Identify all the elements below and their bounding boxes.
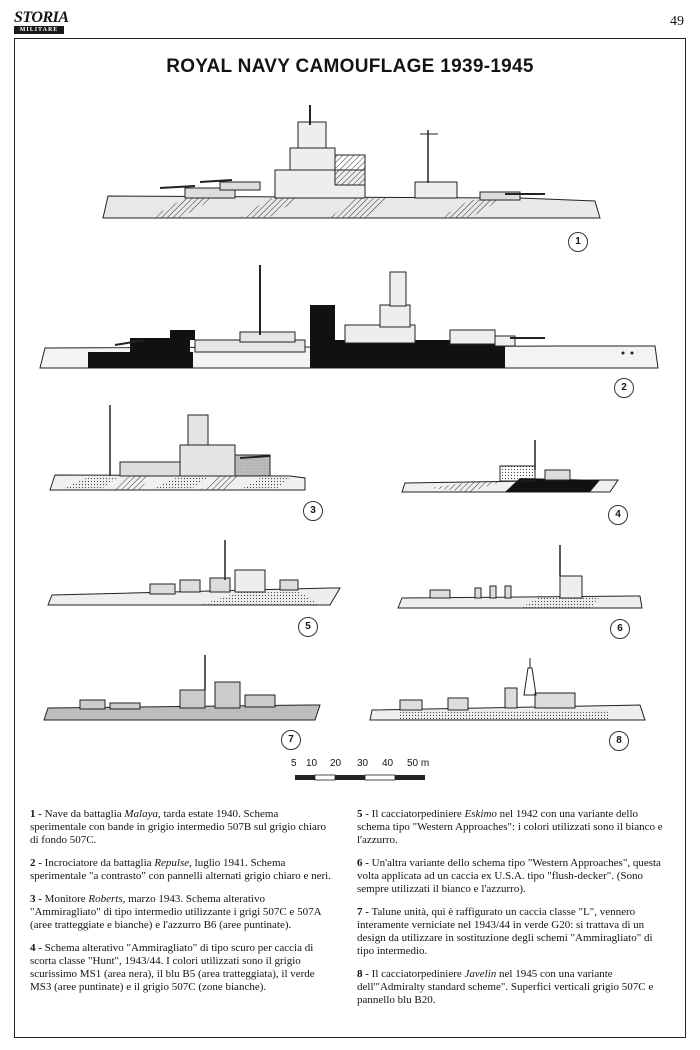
- caption-1: 1 - Nave da battaglia Malaya, tarda esta…: [30, 808, 335, 847]
- caption-number: 1 -: [30, 808, 42, 820]
- caption-6: 6 - Un'altra variante dello schema tipo …: [357, 857, 665, 896]
- figure-number-5: 5: [298, 617, 318, 637]
- scale-label: 20: [330, 758, 342, 769]
- caption-4: 4 - Schema alterativo "Ammiragliato" di …: [30, 942, 335, 994]
- caption-text: Il cacciatorpediniere: [368, 808, 465, 820]
- scale-label: 5: [291, 758, 297, 769]
- scale-bar: [295, 774, 425, 781]
- scale-label: 10: [306, 758, 318, 769]
- caption-5: 5 - Il cacciatorpediniere Eskimo nel 194…: [357, 808, 665, 847]
- caption-text: nel 1945 con una variante dell'"Admiralt…: [357, 968, 654, 1006]
- ship-3-roberts-drawing: [49, 405, 306, 491]
- caption-number: 6 -: [357, 857, 369, 869]
- ship-6-flushdecker-drawing: [397, 545, 643, 609]
- scale-label: 50 m: [407, 758, 430, 769]
- logo-sub-text: MILITARE: [14, 26, 64, 34]
- figure-number-4: 4: [608, 505, 628, 525]
- ship-name: Eskimo: [464, 808, 497, 820]
- caption-text: Il cacciatorpediniere: [368, 968, 465, 980]
- caption-3: 3 - Monitore Roberts, marzo 1943. Schema…: [30, 893, 335, 932]
- caption-text: , luglio 1941. Schema sperimentale "a co…: [30, 857, 331, 882]
- ship-name: Roberts: [88, 893, 123, 905]
- caption-number: 4 -: [30, 942, 42, 954]
- caption-text: Nave da battaglia: [41, 808, 125, 820]
- caption-text: nel 1942 con una variante dello schema t…: [357, 808, 663, 846]
- ship-profiles: [39, 105, 659, 781]
- ship-5-eskimo-drawing: [47, 540, 341, 606]
- caption-text: , marzo 1943. Schema alterativo "Ammirag…: [30, 893, 321, 931]
- page-title: ROYAL NAVY CAMOUFLAGE 1939-1945: [166, 56, 534, 77]
- caption-number: 2 -: [30, 857, 42, 869]
- scale-label: 40: [382, 758, 394, 769]
- figure-number-1: 1: [568, 232, 588, 252]
- page-number: 49: [670, 14, 684, 29]
- figure-number-8: 8: [609, 731, 629, 751]
- caption-2: 2 - Incrociatore da battaglia Repulse, l…: [30, 857, 335, 883]
- ship-1-malaya-drawing: [102, 105, 601, 219]
- ship-2-repulse-drawing: [39, 265, 659, 369]
- caption-text: Talune unità, qui è raffigurato un cacci…: [357, 906, 653, 957]
- captions-left: 1 - Nave da battaglia Malaya, tarda esta…: [30, 808, 335, 1004]
- ship-8-javelin-drawing: [369, 658, 646, 721]
- caption-text: Monitore: [41, 893, 89, 905]
- plate-frame: [14, 38, 686, 1038]
- logo-main-text: STORIA: [14, 9, 69, 26]
- figure-number-2: 2: [614, 378, 634, 398]
- caption-number: 5 -: [357, 808, 369, 820]
- caption-8: 8 - Il cacciatorpediniere Javelin nel 19…: [357, 968, 665, 1007]
- ship-4-hunt-drawing: [401, 440, 619, 493]
- caption-text: Un'altra variante dello schema tipo "Wes…: [357, 857, 661, 895]
- caption-text: , tarda estate 1940. Schema sperimentale…: [30, 808, 327, 846]
- figure-number-7: 7: [281, 730, 301, 750]
- scale-label: 30: [357, 758, 369, 769]
- figure-number-3: 3: [303, 501, 323, 521]
- ship-7-lclass-drawing: [43, 655, 321, 721]
- magazine-logo: STORIA MILITARE: [14, 9, 69, 34]
- caption-number: 8 -: [357, 968, 369, 980]
- caption-number: 3 -: [30, 893, 42, 905]
- figure-number-6: 6: [610, 619, 630, 639]
- caption-text: Incrociatore da battaglia: [41, 857, 155, 869]
- caption-number: 7 -: [357, 906, 369, 918]
- caption-text: Schema alterativo "Ammiragliato" di tipo…: [30, 942, 315, 993]
- ship-name: Javelin: [464, 968, 497, 980]
- captions-right: 5 - Il cacciatorpediniere Eskimo nel 194…: [357, 808, 665, 1017]
- ship-name: Repulse: [154, 857, 190, 869]
- caption-7: 7 - Talune unità, qui è raffigurato un c…: [357, 906, 665, 958]
- ship-name: Malaya: [124, 808, 158, 820]
